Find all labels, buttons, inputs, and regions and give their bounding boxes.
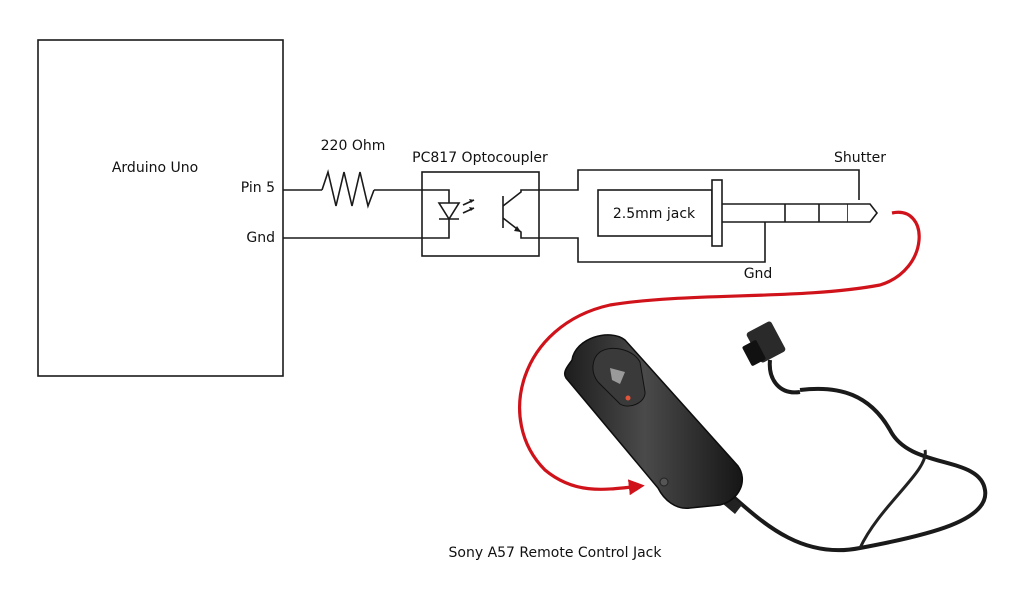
shutter-label: Shutter xyxy=(834,150,886,166)
optocoupler-label: PC817 Optocoupler xyxy=(412,150,548,166)
remote-label: Sony A57 Remote Control Jack xyxy=(449,545,663,561)
phototransistor-icon xyxy=(502,189,539,239)
arduino-box xyxy=(37,39,284,377)
jack-gnd-label: Gnd xyxy=(744,266,773,282)
jack-connector xyxy=(597,179,879,247)
led-indicator-icon xyxy=(625,395,631,401)
remote-control-image xyxy=(563,321,988,553)
resistor-zigzag-icon xyxy=(321,169,375,209)
connection-arrow xyxy=(518,210,921,496)
jack-gnd-wire xyxy=(539,222,766,263)
pin5-label: Pin 5 xyxy=(241,180,275,196)
gnd-left-label: Gnd xyxy=(246,230,275,246)
arduino-label: Arduino Uno xyxy=(112,160,198,176)
led-emitter-icon xyxy=(422,189,475,239)
optocoupler-box xyxy=(421,171,540,257)
shutter-wire xyxy=(539,169,860,200)
jack-label: 2.5mm jack xyxy=(613,206,696,222)
resistor-label: 220 Ohm xyxy=(321,138,386,154)
